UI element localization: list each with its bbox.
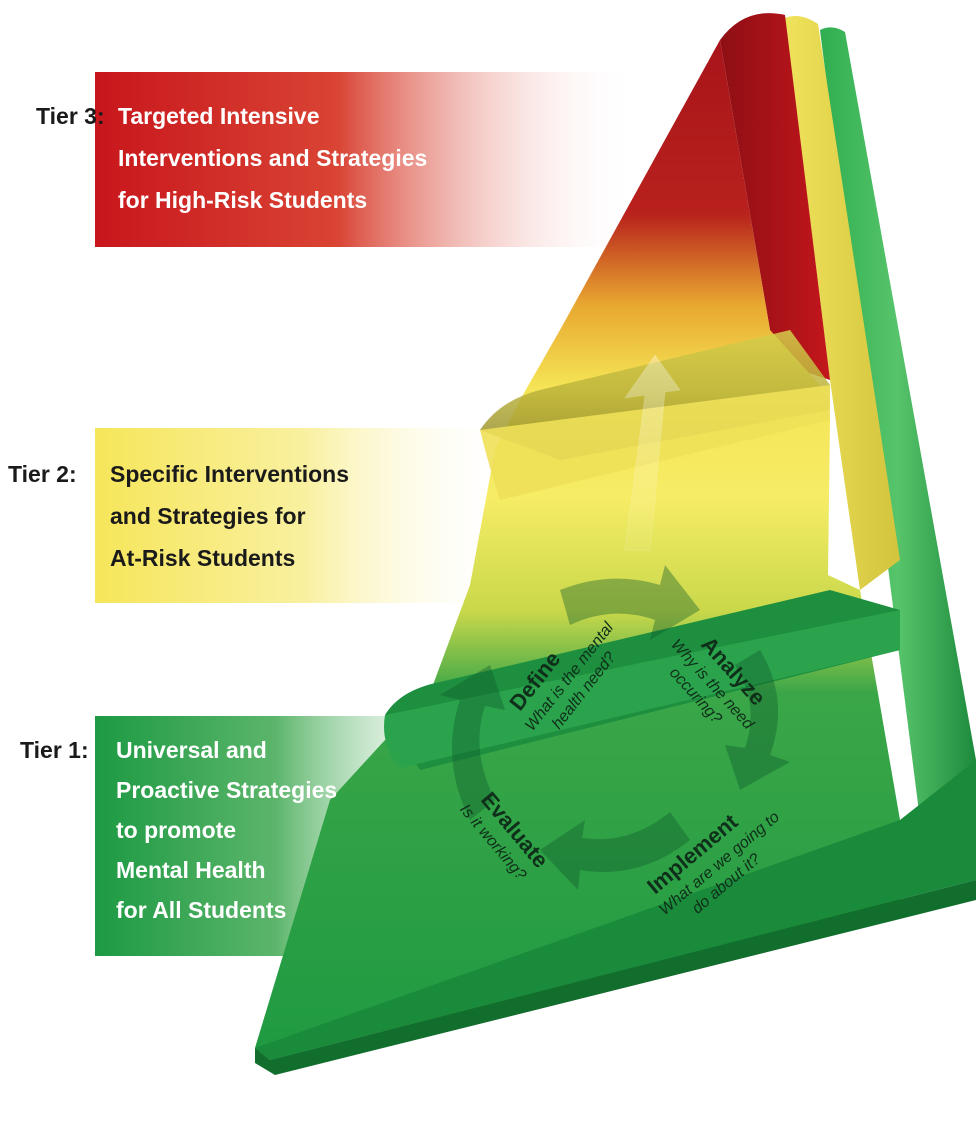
cycle-arrow-define-analyze — [560, 565, 700, 640]
pyramid-back-yellow — [785, 16, 900, 590]
tier1-line-2: Proactive Strategies — [116, 777, 337, 803]
pyramid-top-red — [720, 13, 830, 381]
tier3-band — [95, 72, 635, 247]
tier2-step-front — [384, 610, 900, 768]
pyramid-base-edge — [255, 880, 976, 1075]
tier3-line-1: Targeted Intensive — [118, 103, 320, 129]
tier1-label: Tier 1: — [20, 737, 89, 763]
tier1-line-1: Universal and — [116, 737, 267, 763]
tier1-line-3: to promote — [116, 817, 236, 843]
tier3-line-2: Interventions and Strategies — [118, 145, 427, 171]
tier3-label: Tier 3: — [36, 103, 105, 129]
pyramid-base-slab — [255, 760, 976, 1060]
tier2-label: Tier 2: — [8, 461, 77, 487]
tier2-band — [95, 428, 515, 603]
tier1-line-5: for All Students — [116, 897, 286, 923]
cycle-implement: Implement What are we going to do about … — [642, 808, 783, 918]
tier2-line-1: Specific Interventions — [110, 461, 349, 487]
cycle-arrow-evaluate-define — [440, 665, 505, 820]
tier1-line-4: Mental Health — [116, 857, 266, 883]
tier2-line-3: At-Risk Students — [110, 545, 295, 571]
cycle-arrow-implement-evaluate — [540, 812, 690, 890]
pyramid-front-face — [255, 40, 900, 1060]
cycle-arrow-analyze-implement — [725, 650, 790, 790]
progress-arrow — [623, 354, 681, 551]
tier3-line-3: for High-Risk Students — [118, 187, 367, 213]
cycle-ring — [440, 565, 790, 890]
tier2-line-2: and Strategies for — [110, 503, 306, 529]
pyramid-back-green — [820, 27, 976, 820]
